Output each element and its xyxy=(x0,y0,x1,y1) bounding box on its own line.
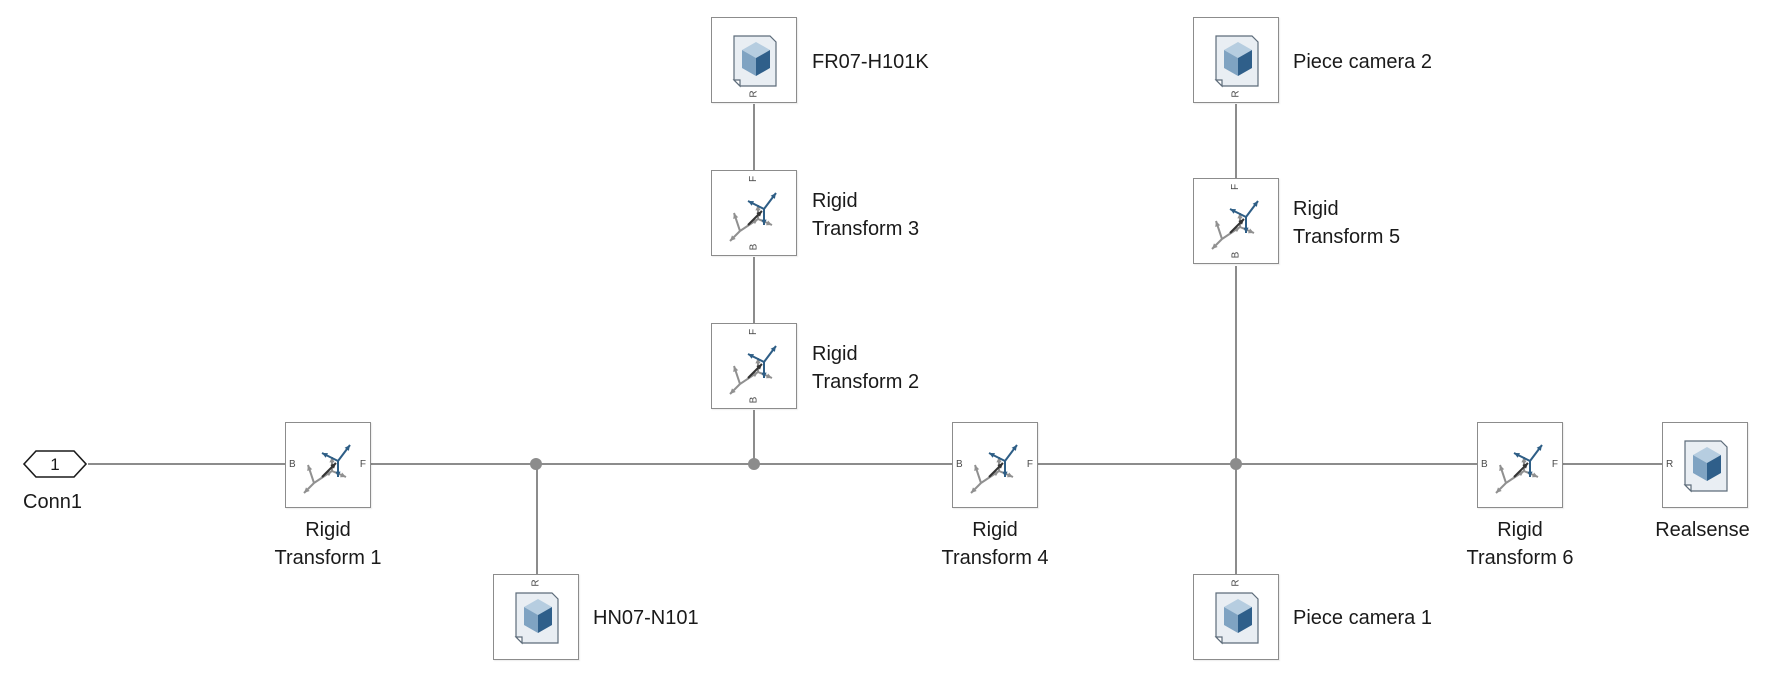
port-r: R xyxy=(748,90,760,98)
piece-camera-2-solid-block[interactable]: R xyxy=(1193,17,1279,103)
rigid-transform-icon xyxy=(1495,444,1543,494)
connection-line[interactable] xyxy=(1563,463,1662,465)
fr07-h101k-label: FR07-H101K xyxy=(812,51,929,73)
port-f: F xyxy=(359,459,366,470)
branch-point xyxy=(1230,458,1242,470)
port-r: R xyxy=(1230,90,1242,98)
rigid-transform-2-block[interactable]: F B xyxy=(711,323,797,409)
solid-icon xyxy=(732,35,777,88)
rigid-transform-1-block[interactable]: B F xyxy=(285,422,371,508)
port-b: B xyxy=(1481,459,1488,470)
port-b: B xyxy=(289,459,296,470)
solid-icon xyxy=(1214,35,1259,88)
connection-line[interactable] xyxy=(88,463,286,465)
connection-line[interactable] xyxy=(536,464,538,574)
rigid-transform-icon xyxy=(303,444,351,494)
rigid-transform-3-block[interactable]: F B xyxy=(711,170,797,256)
solid-icon xyxy=(1214,592,1259,645)
solid-icon xyxy=(1683,440,1728,493)
rigid-transform-icon xyxy=(729,345,777,395)
piece-camera-1-solid-block[interactable]: R xyxy=(1193,574,1279,660)
connection-port-icon[interactable]: 1 xyxy=(22,449,92,479)
connection-port-label: Conn1 xyxy=(23,491,82,513)
branch-point xyxy=(530,458,542,470)
port-r: R xyxy=(1230,579,1242,587)
solid-icon xyxy=(514,592,559,645)
port-f: F xyxy=(1026,459,1033,470)
rigid-transform-icon xyxy=(729,192,777,242)
port-f: F xyxy=(748,328,760,336)
port-f: F xyxy=(1230,183,1242,191)
piece-camera-2-label: Piece camera 2 xyxy=(1293,51,1432,73)
rigid-transform-icon xyxy=(970,444,1018,494)
connection-line[interactable] xyxy=(1235,104,1237,178)
rigid-transform-4-block[interactable]: B F xyxy=(952,422,1038,508)
port-f: F xyxy=(748,175,760,183)
port-b: B xyxy=(1230,251,1242,259)
port-f: F xyxy=(1551,459,1558,470)
piece-camera-1-label: Piece camera 1 xyxy=(1293,607,1432,629)
connection-line[interactable] xyxy=(1038,463,1477,465)
realsense-label: Realsense xyxy=(1655,519,1750,541)
port-r: R xyxy=(1666,459,1674,470)
connection-line[interactable] xyxy=(1235,266,1237,574)
rigid-transform-5-block[interactable]: F B xyxy=(1193,178,1279,264)
rigid-transform-6-block[interactable]: B F xyxy=(1477,422,1563,508)
port-b: B xyxy=(748,396,760,404)
connection-port-number: 1 xyxy=(50,455,59,474)
connection-line[interactable] xyxy=(753,257,755,323)
port-r: R xyxy=(530,579,542,587)
branch-point xyxy=(748,458,760,470)
realsense-solid-block[interactable]: R xyxy=(1662,422,1748,508)
fr07-h101k-solid-block[interactable]: R xyxy=(711,17,797,103)
hn07-n101-label: HN07-N101 xyxy=(593,607,699,629)
connection-line[interactable] xyxy=(753,104,755,170)
hn07-n101-solid-block[interactable]: R xyxy=(493,574,579,660)
port-b: B xyxy=(956,459,963,470)
connection-line[interactable] xyxy=(753,410,755,464)
connection-line[interactable] xyxy=(371,463,952,465)
rigid-transform-icon xyxy=(1211,200,1259,250)
port-b: B xyxy=(748,243,760,251)
